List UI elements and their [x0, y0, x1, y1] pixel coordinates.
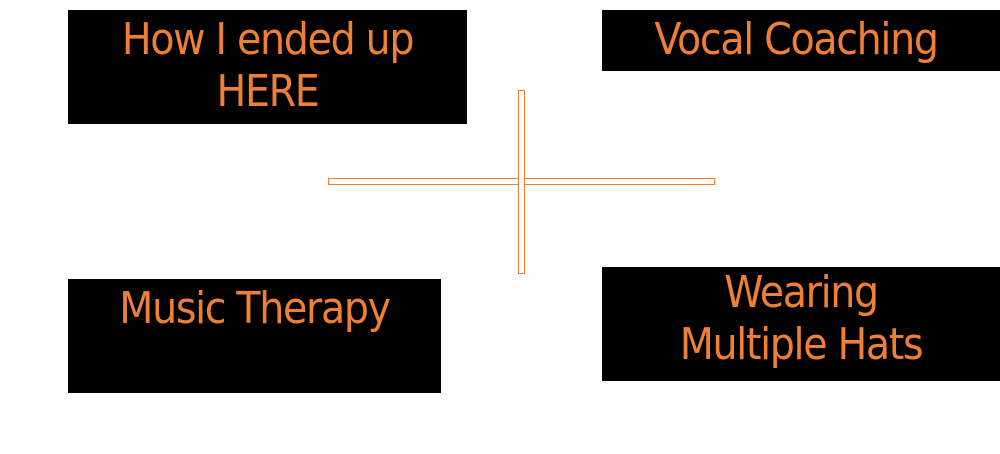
tile-how-i-ended-up-here[interactable]: How I ended up HERE	[68, 10, 467, 124]
tile-label: Wearing Multiple Hats	[679, 267, 924, 370]
tile-label: Vocal Coaching	[654, 14, 939, 65]
tile-label: How I ended up HERE	[121, 14, 415, 117]
tile-music-therapy[interactable]: Music Therapy	[68, 279, 441, 393]
tile-vocal-coaching[interactable]: Vocal Coaching	[602, 10, 1000, 71]
tile-label: Music Therapy	[119, 283, 391, 334]
cross-divider-vertical	[518, 90, 525, 274]
tile-wearing-multiple-hats[interactable]: Wearing Multiple Hats	[602, 267, 1000, 381]
